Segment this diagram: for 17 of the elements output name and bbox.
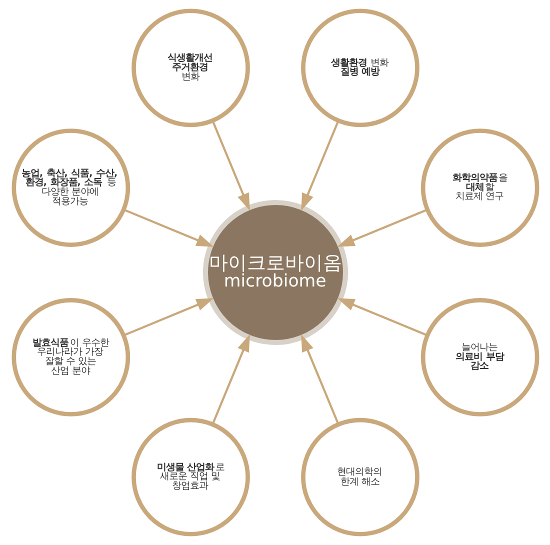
arrow: [122, 298, 214, 336]
node-circle: 마이크로바이옴 microbiome: [202, 200, 348, 346]
arrow: [300, 120, 339, 211]
node-circle: 화학의약품을 대체할 치료제 연구: [420, 128, 539, 247]
node-circle: 늘어나는 의료비 부담 감소: [420, 298, 539, 416]
node-circle: 미생물 산업화로 새로운 직업 및 창업효과: [131, 418, 250, 536]
arrow: [122, 208, 214, 247]
arrow: [211, 120, 250, 211]
node-circle: 발효식품이 우수한 우리나라가 가장 잘할 수 있는 산업 분야: [11, 298, 130, 416]
node-circle: 농업, 축산, 식품, 수산, 환경, 화장품, 소독 등 다양한 분야에 적용가능: [11, 128, 130, 247]
arrow: [336, 298, 428, 336]
arrow: [300, 334, 339, 425]
node-circle: 식생활개선 주거환경 변화: [131, 8, 250, 128]
arrow: [211, 334, 250, 425]
node-circle: 생활환경 변화 질병 예방: [300, 8, 419, 128]
arrow: [336, 208, 428, 247]
node-circle: 현대의학의 한계 해소: [300, 418, 419, 536]
